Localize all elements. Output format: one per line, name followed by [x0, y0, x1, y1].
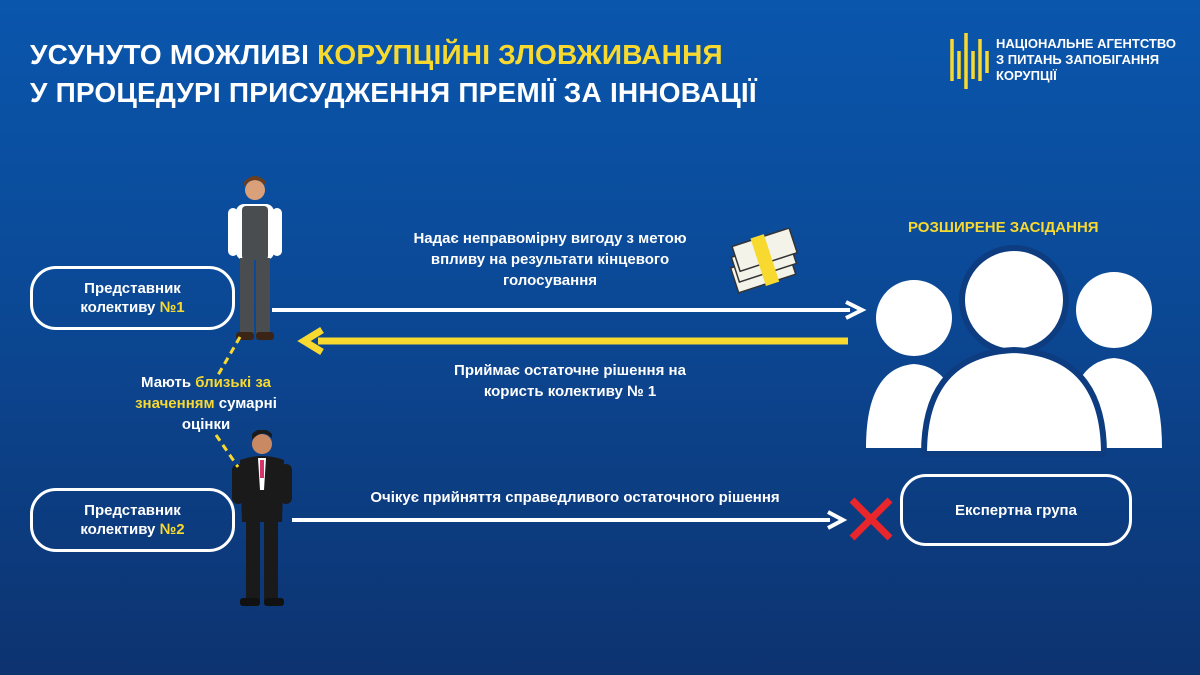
expectation-arrow [292, 510, 848, 530]
logo-line: З ПИТАНЬ ЗАПОБІГАННЯ [996, 52, 1160, 67]
note-highlight: близькі за [195, 374, 271, 391]
title-highlight: КОРУПЦІЙНІ ЗЛОВЖИВАННЯ [317, 39, 723, 70]
rep1-line1: Представник [84, 280, 181, 297]
cross-icon [849, 497, 893, 541]
dashed-connector [214, 336, 242, 468]
bribe-arrow [272, 300, 867, 320]
logo-line: НАЦІОНАЛЬНЕ АГЕНТСТВО [996, 36, 1177, 51]
committee-people-icon [866, 245, 1162, 457]
expert-group-label: Експертна група [955, 501, 1077, 519]
caption-line: голосування [502, 272, 598, 289]
expert-group-box: Експертна група [900, 474, 1132, 546]
rep2-number: №2 [159, 521, 185, 538]
note-highlight: значенням [135, 395, 215, 412]
caption-line: Надає неправомірну вигоду з метою [413, 230, 687, 247]
bribe-caption: Надає неправомірну вигоду з метою впливу… [370, 228, 730, 291]
caption-line: користь колективу № 1 [483, 383, 657, 400]
logo-text: НАЦІОНАЛЬНЕ АГЕНТСТВО З ПИТАНЬ ЗАПОБІГАН… [996, 36, 1176, 84]
logo-line: КОРУПЦІЇ [996, 68, 1057, 83]
note-text: Мають [141, 374, 196, 391]
decision-arrow [297, 327, 848, 355]
decision-caption: Приймає остаточне рішення на користь кол… [400, 360, 740, 402]
rep1-number: №1 [159, 299, 185, 316]
note-text: оцінки [181, 416, 231, 433]
title-line2: У ПРОЦЕДУРІ ПРИСУДЖЕННЯ ПРЕМІЇ ЗА ІННОВА… [30, 77, 757, 108]
rep1-line2: колективу [80, 299, 160, 316]
committee-label: РОЗШИРЕНЕ ЗАСІДАННЯ [908, 219, 1099, 236]
expectation-caption: Очікує прийняття справедливого остаточно… [370, 489, 780, 506]
close-scores-note: Мають близькі за значенням сумарні оцінк… [126, 372, 286, 435]
page-title: УСУНУТО МОЖЛИВІ КОРУПЦІЙНІ ЗЛОВЖИВАННЯ У… [30, 36, 757, 112]
caption-line: впливу на результати кінцевого [430, 251, 670, 268]
note-text: сумарні [214, 395, 277, 412]
representative-1-box: Представник колективу №1 [30, 266, 235, 330]
representative-2-figure-icon [232, 430, 292, 606]
caption-line: Приймає остаточне рішення на [454, 362, 686, 379]
nazk-logo-icon [950, 33, 989, 89]
rep2-line1: Представник [84, 502, 181, 519]
rep2-line2: колективу [80, 521, 160, 538]
representative-2-box: Представник колективу №2 [30, 488, 235, 552]
representative-1-figure-icon [228, 176, 282, 340]
title-line1: УСУНУТО МОЖЛИВІ [30, 39, 318, 70]
money-stack-icon [729, 228, 799, 294]
